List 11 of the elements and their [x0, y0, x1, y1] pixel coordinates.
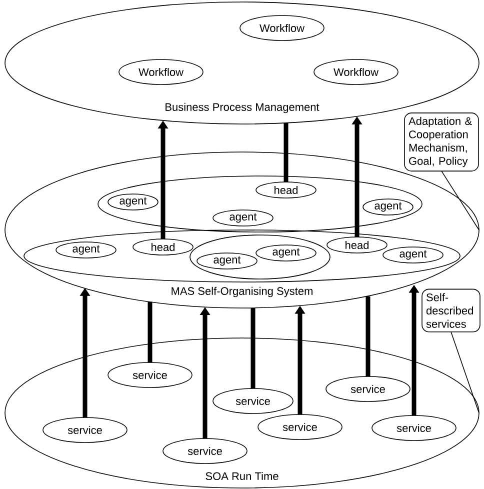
connector-line	[148, 302, 152, 362]
connector-line	[250, 308, 256, 388]
leader-line	[450, 331, 480, 414]
cluster-ellipse	[190, 234, 330, 280]
connector-line	[366, 296, 370, 376]
cluster-ellipse	[98, 176, 422, 232]
callout-box: Adaptation & Cooperation Mechanism, Goal, Policy	[404, 112, 479, 172]
cluster-ellipse	[24, 230, 460, 282]
callout-box: Self- described services	[422, 288, 480, 332]
connector-line	[284, 122, 288, 182]
leader-line	[441, 170, 480, 230]
